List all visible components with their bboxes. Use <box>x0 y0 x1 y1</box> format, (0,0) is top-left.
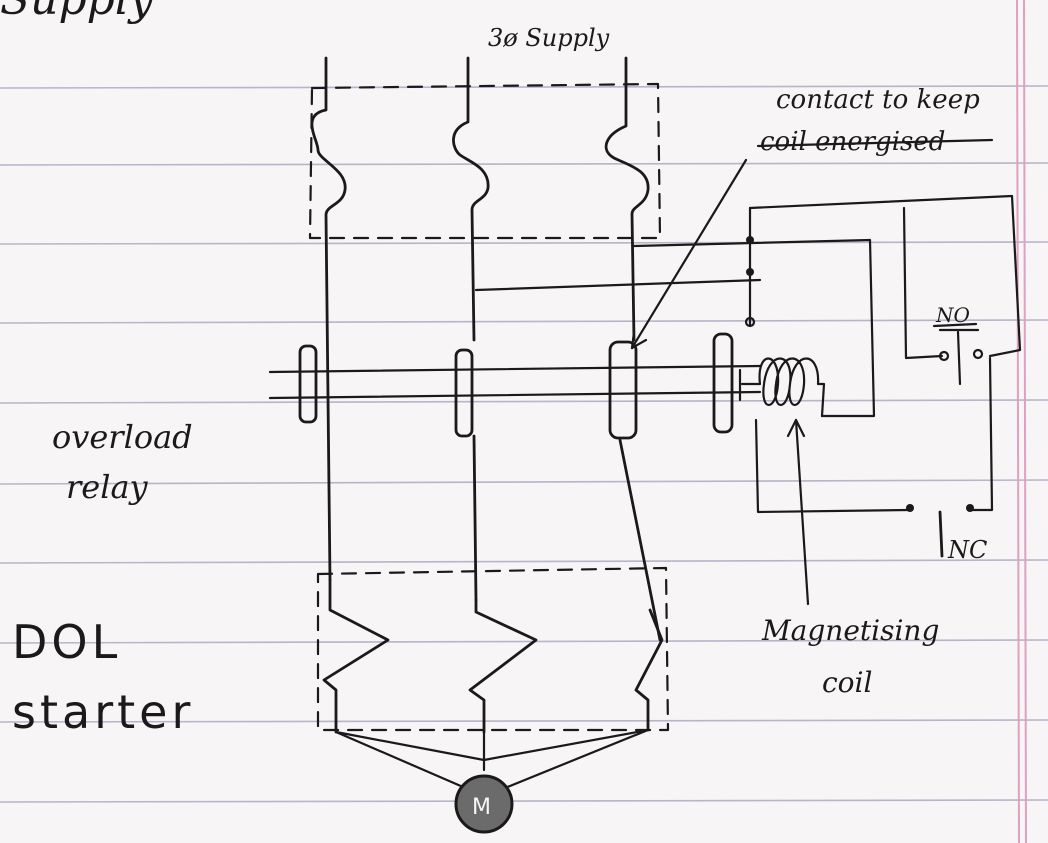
no-label: NO <box>935 303 970 327</box>
hold-contact-arrow <box>630 158 748 350</box>
magnetising-coil-symbol <box>738 357 826 418</box>
coil-label-line2: coil <box>822 666 872 699</box>
hold-contact-terminal <box>744 316 756 328</box>
supply-line-1 <box>310 56 347 582</box>
start-button-wire <box>902 206 944 360</box>
contact-4 <box>712 332 734 434</box>
supply-contactor-enclosure <box>308 82 662 240</box>
overload-label-line2: relay <box>66 468 149 506</box>
ruled-lines <box>0 85 1048 803</box>
contact-2 <box>454 348 474 438</box>
control-line-l2 <box>474 278 762 292</box>
supply-lines <box>310 56 650 582</box>
header-partial-text: Supply <box>0 0 155 25</box>
shaft-contacts <box>298 332 734 440</box>
motor-connection <box>334 728 650 792</box>
hold-contact <box>608 340 638 440</box>
coil-arrow <box>786 418 810 606</box>
supply-label: 3ø Supply <box>488 24 610 52</box>
stop-button-wire-left <box>754 418 910 514</box>
supply-line-2 <box>452 56 490 342</box>
no-start-button: NO <box>902 206 984 386</box>
motor-symbol: M <box>454 774 514 834</box>
contactor-shaft <box>268 364 762 400</box>
supply-line-3 <box>604 56 650 342</box>
hold-contact-label-line1: contact to keep <box>776 85 980 115</box>
control-branches <box>474 194 1022 418</box>
thermal-elements <box>322 578 664 734</box>
margin-line <box>1016 0 1027 843</box>
contact-1 <box>298 344 318 424</box>
control-line-l3 <box>632 238 876 418</box>
stop-button-wire-right <box>970 356 994 512</box>
coil-label-line1: Magnetising <box>761 614 939 647</box>
nc-stop-button: NC <box>754 356 994 564</box>
overload-relay-enclosure <box>316 566 670 732</box>
starter-label-line2: starter <box>12 685 194 739</box>
overload-label-line1: overload <box>52 418 193 456</box>
nc-label: NC <box>947 536 987 564</box>
control-line-upper <box>748 194 1022 358</box>
hold-contact-label-strike <box>756 138 994 148</box>
load-lines <box>472 434 662 642</box>
motor-label: M <box>472 795 491 820</box>
junction-dot <box>746 268 754 276</box>
starter-label-line1: DOL <box>12 615 121 669</box>
junction-dot <box>746 236 754 244</box>
